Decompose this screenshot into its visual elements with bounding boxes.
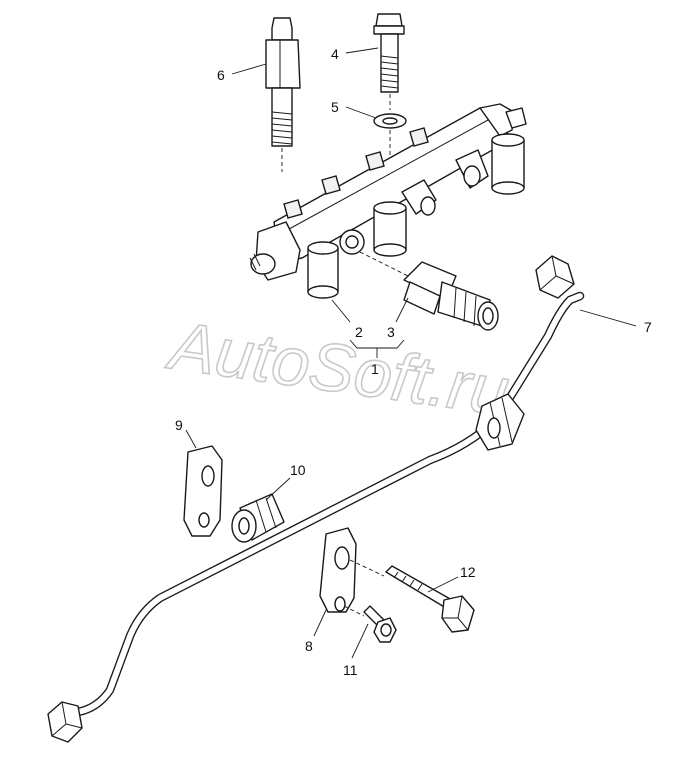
part-12-long-bolt <box>385 565 475 633</box>
callout-2: 2 <box>355 324 363 340</box>
leader-5 <box>345 106 377 119</box>
spacer-sleeve-center <box>373 201 407 257</box>
part-7-high-pressure-pipe <box>47 255 585 743</box>
callout-11: 11 <box>343 662 358 678</box>
spacer-sleeve-right <box>491 133 525 195</box>
callout-9: 9 <box>175 417 183 433</box>
leader-2 <box>331 299 351 323</box>
axis-line-11 <box>343 605 365 617</box>
leader-12 <box>427 576 459 593</box>
axis-line-3 <box>359 251 409 277</box>
callout-7: 7 <box>644 319 652 335</box>
callout-6: 6 <box>217 67 225 83</box>
callout-4: 4 <box>331 46 339 62</box>
axis-line-12 <box>349 559 385 577</box>
leader-4 <box>345 47 379 54</box>
spacer-sleeve-left <box>307 241 339 299</box>
leader-3 <box>395 297 409 323</box>
callout-8: 8 <box>305 638 313 654</box>
part-10-bushing <box>231 493 285 543</box>
callout-10: 10 <box>290 462 306 478</box>
callout-1: 1 <box>371 361 379 377</box>
part-9-bracket <box>183 445 223 537</box>
fuel-rail <box>249 103 527 281</box>
part-8-bracket <box>319 527 357 613</box>
leader-9 <box>185 429 197 449</box>
callout-5: 5 <box>331 99 339 115</box>
part-6-stud <box>265 17 301 147</box>
part-4-bolt <box>373 13 405 93</box>
callout-12: 12 <box>460 564 476 580</box>
part-5-washer <box>373 113 407 129</box>
leader-8 <box>313 609 327 637</box>
leader-7 <box>579 309 637 327</box>
part-3-pressure-sensor <box>403 261 499 331</box>
callout-3: 3 <box>387 324 395 340</box>
part-11-small-bolt <box>363 605 397 643</box>
leader-10 <box>265 477 291 501</box>
leader-11 <box>351 623 369 659</box>
leader-6 <box>231 63 267 75</box>
watermark-text: AutoSoft.ru <box>162 307 513 430</box>
